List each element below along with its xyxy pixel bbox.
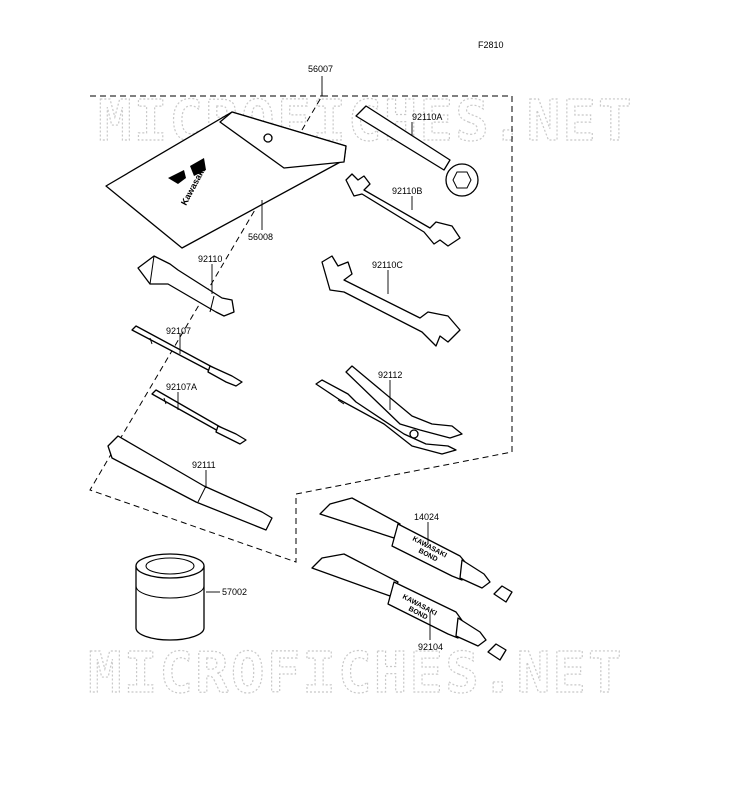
tool-pouch: Kawasaki (105, 111, 347, 249)
watermark-bottom: MICROFICHES.NET (88, 641, 624, 706)
handle-bar (107, 435, 273, 531)
grease-can (135, 553, 220, 641)
kit-outline (89, 76, 513, 563)
label-screwdriver: 92107 (166, 326, 191, 336)
screwdriver-bit (131, 325, 243, 387)
label-pliers: 92112 (378, 370, 402, 380)
open-wrench-large (321, 255, 461, 347)
open-wrench-small (345, 173, 461, 247)
socket-wrench (137, 255, 235, 317)
pliers (315, 365, 463, 455)
label-socket: 92110 (198, 254, 222, 264)
label-bond-1: 14024 (414, 512, 439, 522)
bond-tube-2: KAWASAKI BOND (311, 553, 507, 661)
label-kit: 56007 (308, 64, 333, 74)
bond-tube-1: KAWASAKI BOND (319, 497, 513, 603)
kawasaki-logo-icon (168, 158, 206, 184)
ring-wrench (355, 105, 479, 197)
label-wrench-a: 92110A (412, 112, 442, 122)
label-bond-2: 92104 (418, 642, 443, 652)
label-pouch: 56008 (248, 232, 273, 242)
label-handle: 92111 (192, 460, 216, 470)
label-wrench-b: 92110B (392, 186, 422, 196)
label-can: 57002 (222, 587, 247, 597)
screwdriver-bit-a (151, 389, 247, 445)
label-screwdriver-a: 92107A (166, 382, 197, 392)
label-wrench-c: 92110C (372, 260, 403, 270)
figure-code: F2810 (478, 40, 504, 50)
